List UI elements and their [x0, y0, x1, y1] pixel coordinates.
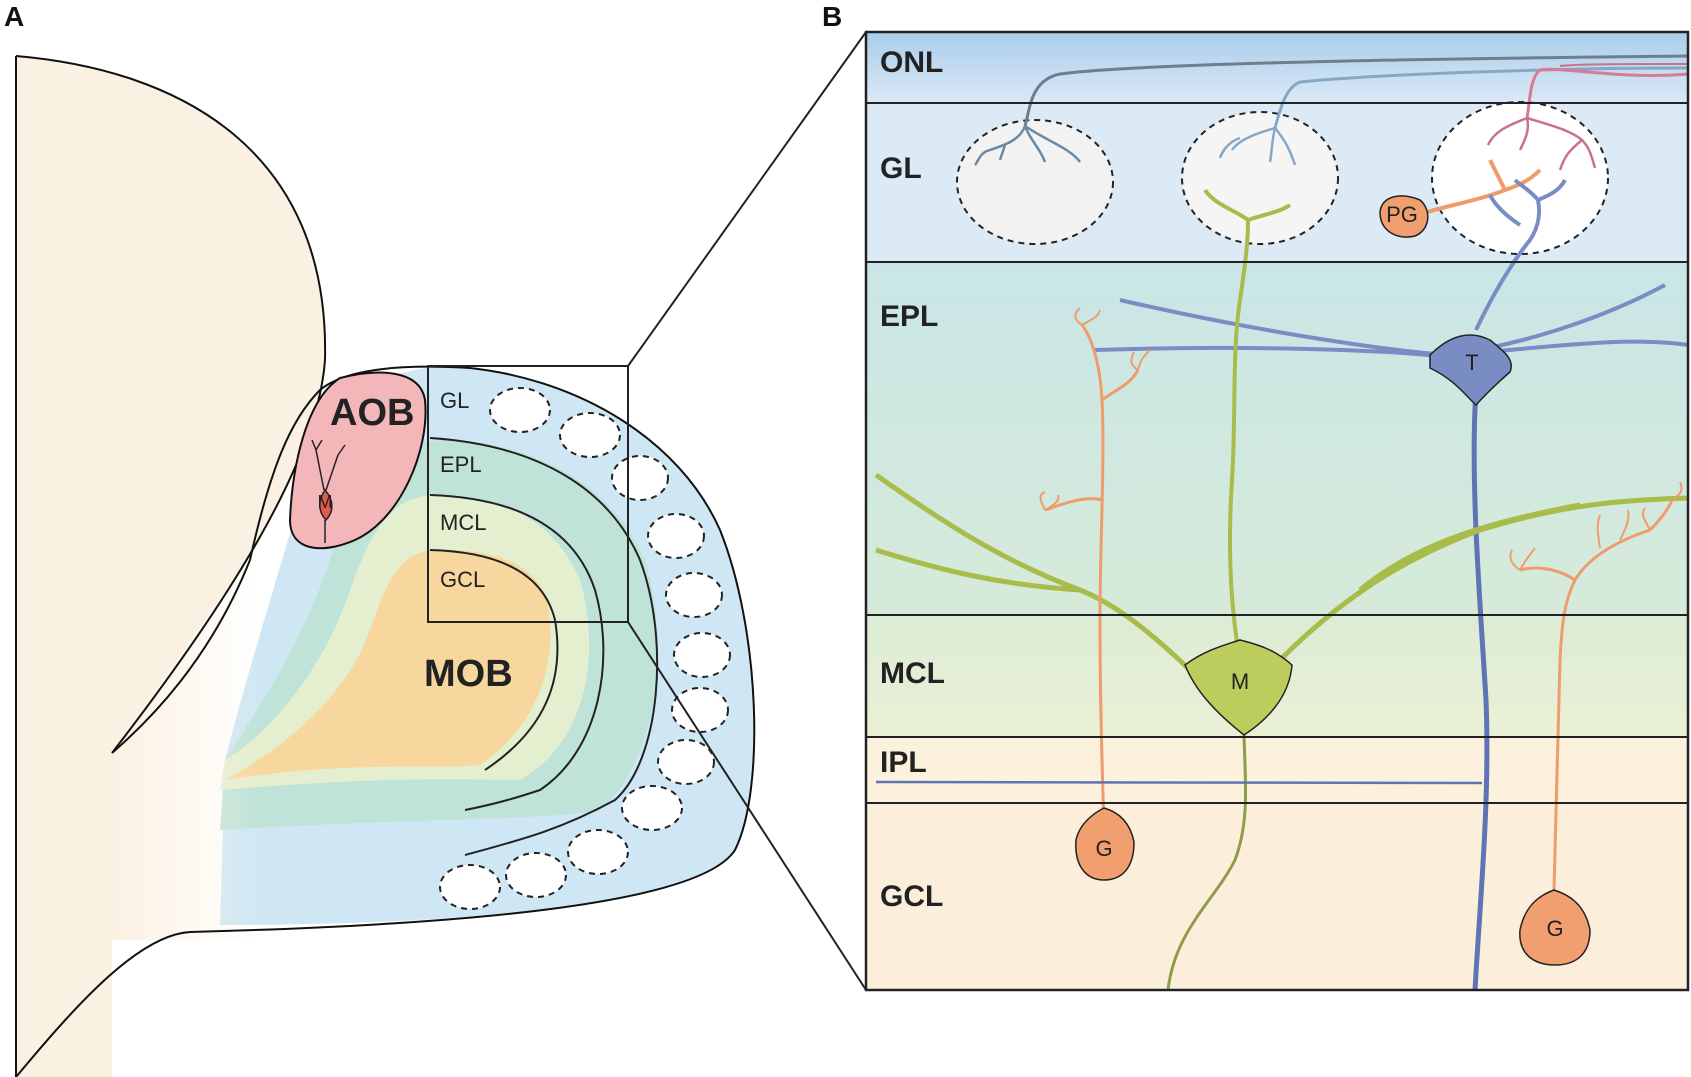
granule-cell-left: G [1039, 307, 1151, 881]
epl-mcl-boundary [429, 494, 605, 811]
pg-soma [1379, 195, 1429, 238]
arbor-right [1486, 116, 1597, 171]
glomerulus-right [1431, 101, 1609, 255]
band-epl [866, 262, 1688, 615]
glomerulus [567, 829, 629, 875]
axon-grey-1 [1023, 54, 1688, 127]
panel-b: B [822, 1, 1690, 992]
tufted-apical-dendrite [1474, 178, 1567, 331]
granule-left-spines [1039, 307, 1151, 511]
granule-cell-right: G [1509, 481, 1683, 966]
zoom-connector-top [627, 31, 867, 367]
glomerulus [647, 513, 705, 559]
aob-mitral-cell [311, 439, 346, 543]
a-label-gcl: GCL [440, 567, 485, 592]
arbor-middle [1218, 126, 1297, 166]
band-ipl [866, 737, 1688, 803]
granule-right-spines [1509, 481, 1683, 571]
band-onl [866, 32, 1688, 103]
tufted-cell: T [1094, 178, 1688, 990]
glomerulus [665, 572, 723, 618]
b-label-onl: ONL [880, 46, 943, 79]
ipl-axon [875, 780, 1483, 785]
bulb-inner-outline [111, 559, 251, 754]
mitral-axon [1166, 734, 1248, 990]
glomerulus [505, 852, 567, 898]
glomerulus [673, 632, 731, 678]
mitral-apical-dendrite [1203, 188, 1292, 649]
aob: AOB M [288, 371, 427, 550]
olfactory-axons [974, 54, 1688, 171]
mitral-label: M [1231, 669, 1249, 694]
gl-epl-boundary [429, 437, 659, 856]
tissue-fade [110, 500, 260, 940]
panel-a-letter: A [4, 1, 24, 32]
tufted-soma [1429, 334, 1512, 407]
mitral-cell: M [874, 188, 1688, 990]
b-label-gl: GL [880, 152, 922, 185]
panel-b-frame [864, 30, 1690, 992]
axon-pink [1525, 67, 1688, 119]
mob-label: MOB [424, 653, 513, 695]
axon-blue-1 [1273, 66, 1688, 129]
pg-label: PG [1386, 202, 1418, 227]
glomerulus [489, 387, 551, 433]
granule-left-soma [1075, 807, 1135, 881]
forebrain-outline [15, 55, 327, 754]
a-label-epl: EPL [440, 452, 482, 477]
tufted-lateral-dendrites [1094, 283, 1688, 358]
periglomerular-cell: PG [1379, 159, 1542, 238]
glomerulus-middle [1181, 111, 1339, 245]
a-label-mcl: MCL [440, 510, 486, 535]
granule-left-label: G [1095, 836, 1112, 861]
pg-dendrite [1419, 159, 1542, 216]
b-label-mcl: MCL [880, 657, 945, 690]
granule-right-dendrite [1519, 499, 1674, 891]
glomerulus [559, 412, 621, 458]
b-label-ipl: IPL [880, 746, 927, 779]
glomerulus [611, 455, 669, 501]
b-label-epl: EPL [880, 300, 938, 333]
granule-right-soma [1519, 889, 1591, 966]
granule-right-label: G [1546, 916, 1563, 941]
a-label-gl: GL [440, 388, 469, 413]
axon-pink-2 [1559, 63, 1688, 67]
tufted-label: T [1465, 350, 1478, 375]
aob-label: AOB [330, 392, 414, 434]
b-label-gcl: GCL [880, 880, 943, 913]
panel-a: A [4, 1, 867, 1077]
zoom-connector-bottom [627, 621, 867, 991]
glomeruli-b [956, 101, 1609, 255]
mitral-lateral-dendrites [874, 472, 1688, 682]
tufted-axon [1471, 389, 1490, 990]
glomeruli-a [439, 387, 731, 910]
glomerulus [621, 785, 683, 831]
aob-cell-label: M [318, 492, 333, 512]
mcl-gcl-boundary [429, 549, 559, 771]
glomerulus-left [956, 119, 1114, 245]
zoom-box [427, 365, 629, 623]
panel-b-boundaries [866, 102, 1688, 804]
glomerulus [439, 864, 501, 910]
bulb-gcl-layer [225, 550, 551, 780]
glomerulus [657, 739, 715, 785]
mitral-soma [1184, 639, 1293, 736]
glomerulus [671, 687, 729, 733]
panel-b-letter: B [822, 1, 842, 32]
arbor-left [974, 124, 1082, 166]
